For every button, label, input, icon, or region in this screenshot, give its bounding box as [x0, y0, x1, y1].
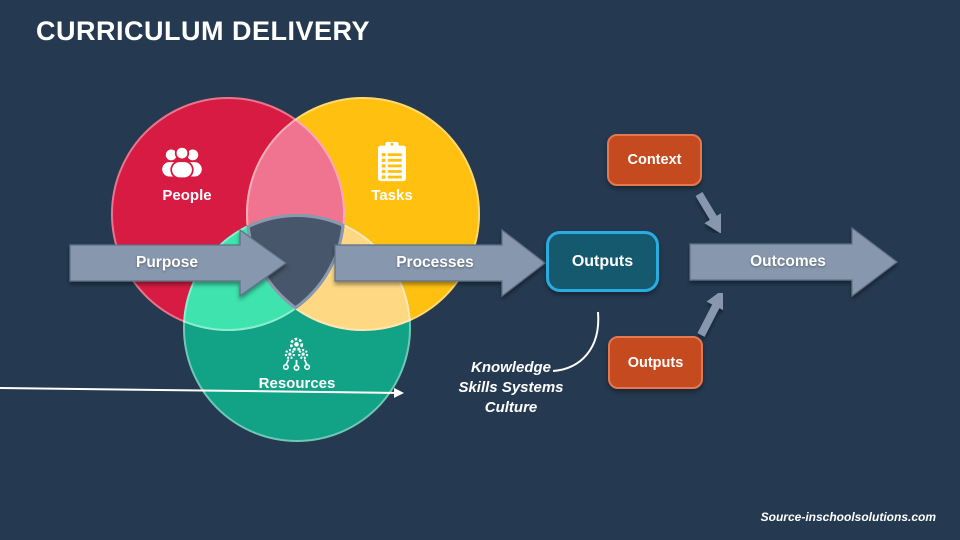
- context-box-label: Context: [627, 152, 682, 168]
- annotation-line-1: Knowledge: [470, 359, 551, 376]
- processes-arrow: [334, 228, 546, 298]
- source-credit: Source-inschoolsolutions.com: [760, 510, 936, 524]
- annotation-curve-to-outputs: [552, 311, 600, 372]
- outputs-side-box-label: Outputs: [627, 354, 684, 371]
- outputs-side-box: Outputs: [608, 336, 703, 389]
- outputs-connector-arrow: [697, 287, 726, 337]
- outputs-box: Outputs: [546, 231, 659, 292]
- context-connector-arrow: [695, 191, 724, 236]
- resources-label: Resources: [258, 375, 336, 392]
- tasks-label: Tasks: [371, 187, 413, 204]
- purpose-arrow-label: Purpose: [135, 254, 198, 271]
- processes-arrow-label: Processes: [396, 254, 474, 271]
- outcomes-arrow: [689, 226, 898, 298]
- slide-title: CURRICULUM DELIVERY: [36, 16, 371, 46]
- annotation-line-3: Culture: [484, 399, 538, 416]
- outcomes-arrow-label: Outcomes: [750, 253, 826, 270]
- annotation-text: Knowledge Skills Systems Culture: [434, 358, 588, 418]
- outputs-box-label: Outputs: [571, 252, 634, 270]
- context-box: Context: [607, 134, 702, 186]
- people-label: People: [162, 187, 212, 204]
- annotation-line-2: Skills Systems: [458, 379, 564, 396]
- annotation-arrow-to-circle: [0, 387, 404, 398]
- purpose-arrow: [69, 228, 288, 298]
